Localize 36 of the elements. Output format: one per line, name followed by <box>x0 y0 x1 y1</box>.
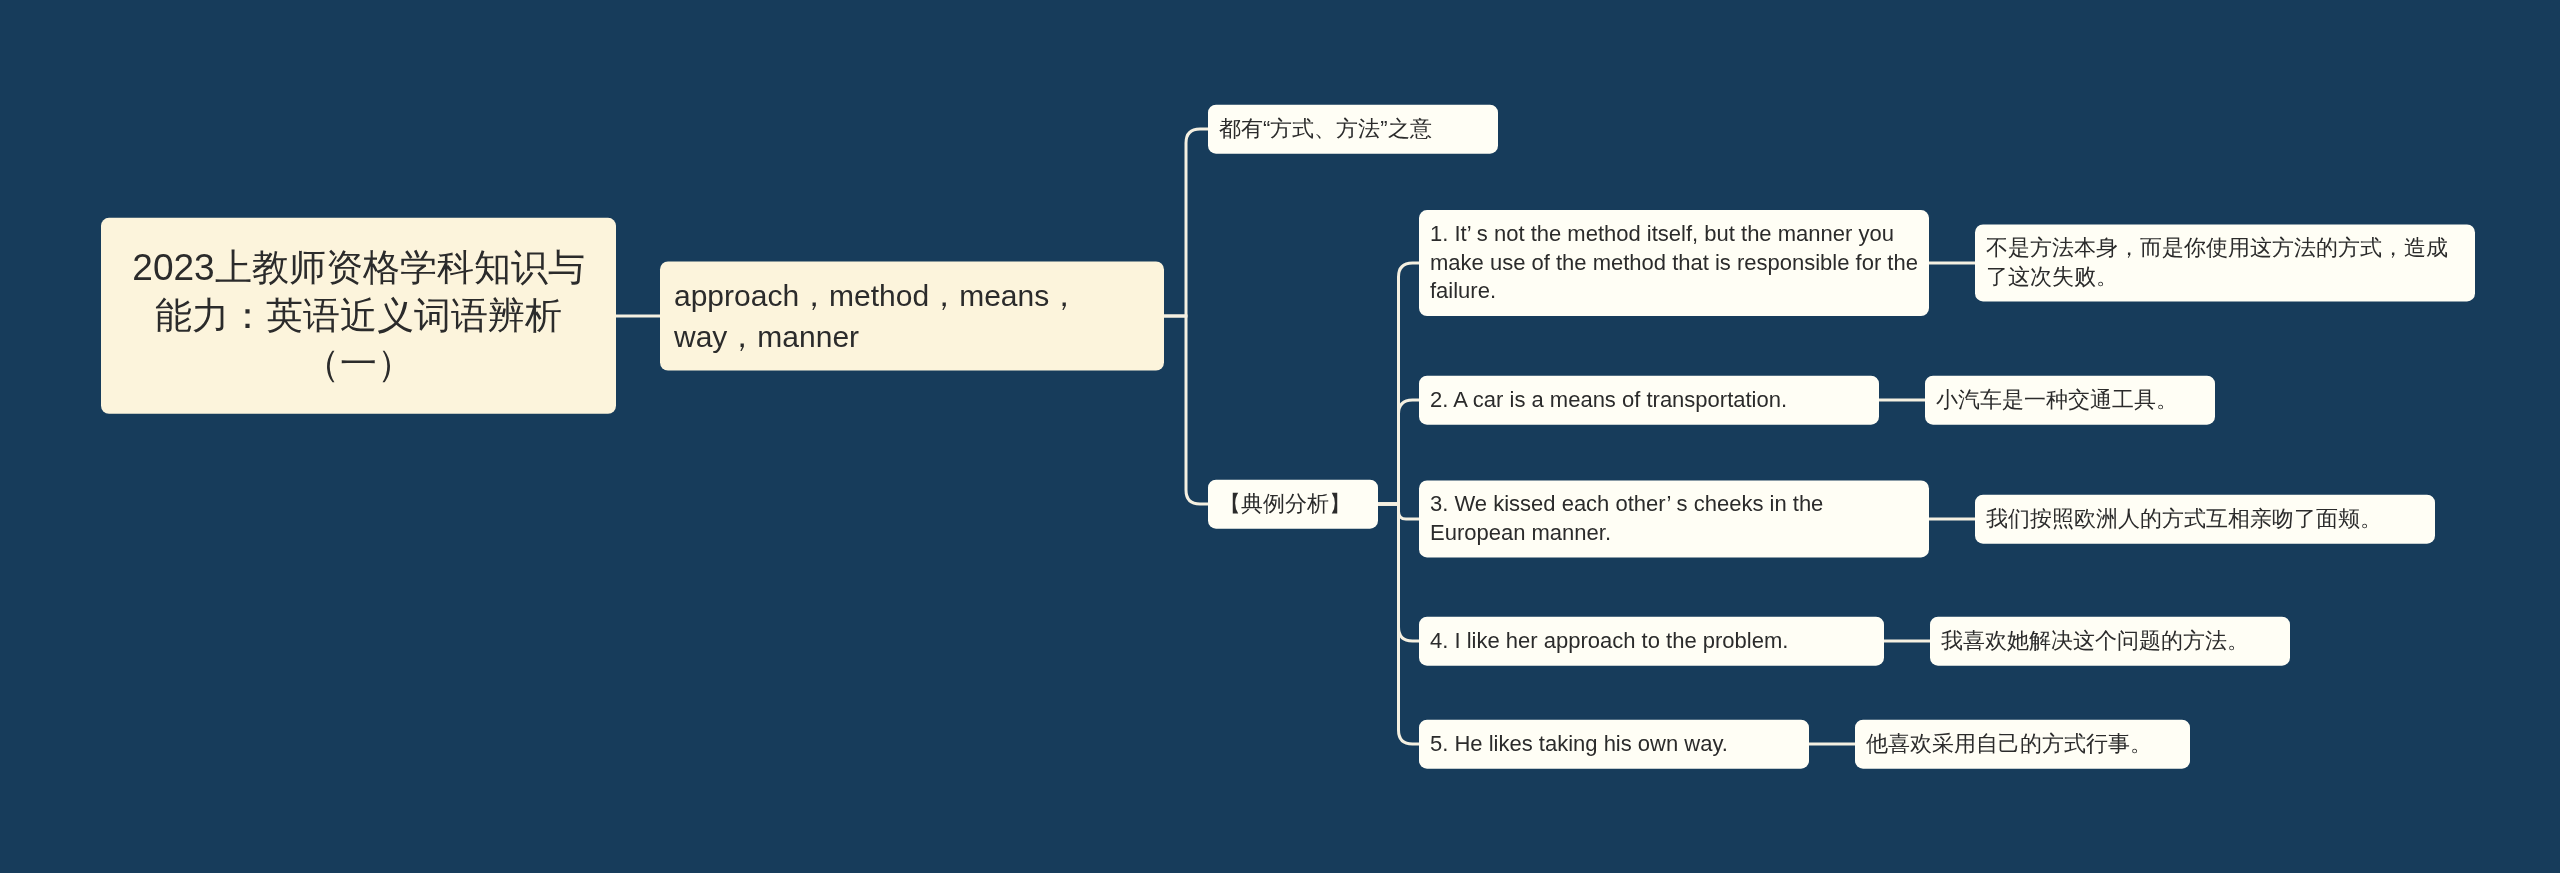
topic-text: approach，method，means，way，manner <box>674 277 1081 355</box>
connector-line <box>1929 517 1975 521</box>
subtopic-card <box>1208 479 1378 529</box>
connector-line <box>1164 314 1208 506</box>
topic-text: 5. He likes taking his own way. <box>1430 729 1729 758</box>
topic-text: 4. I like her approach to the problem. <box>1430 626 1790 655</box>
topic-text: 1. It’ s not the method itself, but the manner you make use of the method that is responsible for the failure. <box>1430 220 1918 306</box>
connector-line <box>616 314 660 318</box>
subtopic-card <box>1208 104 1498 154</box>
topic-text: 2. A car is a means of transportation. <box>1430 385 1789 414</box>
connector-line <box>1929 261 1975 265</box>
connector-line <box>1378 502 1419 746</box>
subtopic-card <box>1419 616 1884 666</box>
subtopic-card <box>1419 210 1929 316</box>
branch-topic-card <box>660 261 1164 371</box>
subtopic-card <box>1419 480 1929 558</box>
connector-line <box>1884 639 1930 643</box>
subtopic-card <box>1975 494 2435 544</box>
subtopic-card <box>1925 375 2215 425</box>
topic-text: 都有“方式、方法”之意 <box>1219 114 1433 143</box>
central-topic-card <box>101 217 616 415</box>
topic-text: 3. We kissed each other’ s cheeks in the European manner. <box>1430 490 1825 547</box>
topic-text: 小汽车是一种交通工具。 <box>1936 385 2179 414</box>
connector-line <box>1879 398 1925 402</box>
subtopic-card <box>1855 719 2190 769</box>
subtopic-card <box>1930 616 2290 666</box>
topic-text: 我喜欢她解决这个问题的方法。 <box>1941 626 2250 655</box>
subtopic-card <box>1419 375 1879 425</box>
connector-line <box>1809 742 1855 746</box>
subtopic-card <box>1419 719 1809 769</box>
topic-text: 不是方法本身，而是你使用这方法的方式，造成了这次失败。 <box>1986 234 2449 291</box>
subtopic-card <box>1975 224 2475 302</box>
topic-text: 2023上教师资格学科知识与能力：英语近义词语辨析（一） <box>131 245 586 387</box>
topic-text: 【典例分析】 <box>1219 489 1352 518</box>
topic-text: 我们按照欧洲人的方式互相亲吻了面颊。 <box>1986 504 2383 533</box>
topic-text: 他喜欢采用自己的方式行事。 <box>1866 729 2153 758</box>
